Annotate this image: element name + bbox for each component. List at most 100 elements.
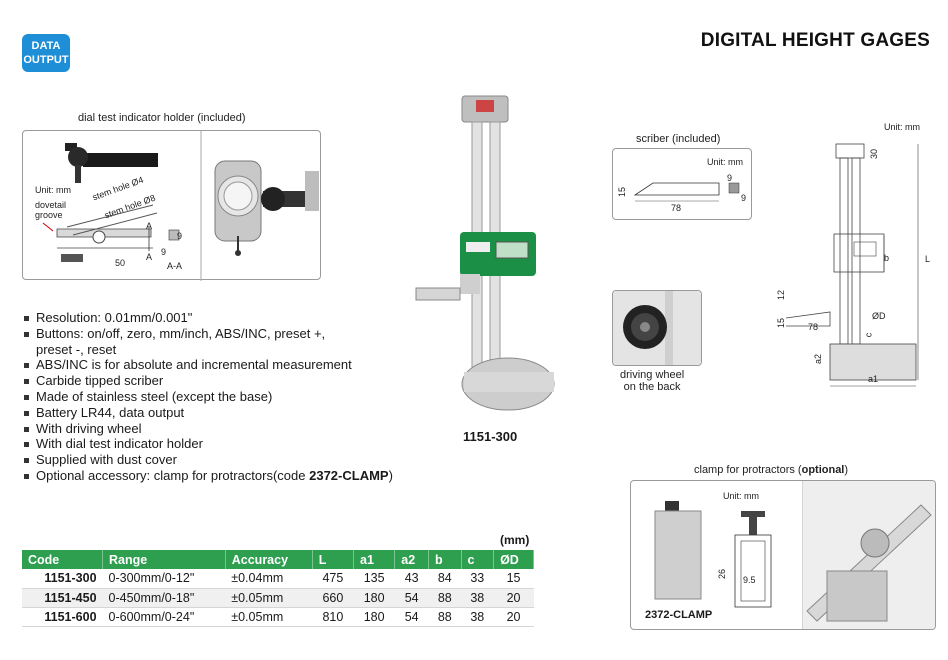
clamp-caption: clamp for protractors (optional) (694, 464, 848, 476)
drawing-unit: Unit: mm (884, 122, 920, 132)
feature-item: ABS/INC is for absolute and incremental … (22, 357, 393, 373)
cell-range: 0-450mm/0-18" (102, 588, 226, 608)
dial-holder-caption: dial test indicator holder (included) (78, 112, 246, 124)
dial-holder-dim-9b: 9 (161, 247, 167, 257)
feature-item-optional: Optional accessory: clamp for protractor… (22, 468, 393, 484)
header-range: Range (102, 550, 226, 569)
clamp-panel: Unit: mm 26 9.5 2372-CLAMP (630, 480, 936, 630)
cell-c: 38 (461, 588, 494, 608)
height-gauge-drawing (785, 143, 919, 387)
cell-D: 20 (493, 588, 534, 608)
cell-D: 20 (493, 607, 534, 627)
clamp-caption-suffix: ) (844, 464, 849, 476)
scriber-dim-15: 15 (617, 186, 628, 198)
clamp-code: 2372-CLAMP (645, 609, 713, 621)
driving-wheel-caption: driving wheel on the back (620, 369, 684, 393)
feature-item: Buttons: on/off, zero, mm/inch, ABS/INC,… (22, 326, 393, 342)
scriber-unit: Unit: mm (707, 157, 743, 167)
header-code: Code (22, 550, 104, 569)
header-D: ØD (493, 550, 534, 569)
feature-item: Resolution: 0.01mm/0.001" (22, 310, 393, 326)
cell-a2: 43 (394, 569, 429, 589)
scriber-panel: Unit: mm 15 78 9 9 (612, 148, 752, 220)
feature-item: Made of stainless steel (except the base… (22, 389, 393, 405)
dial-holder-dovetail-line2: groove (35, 210, 63, 220)
cell-a1: 180 (353, 607, 395, 627)
table-row: 1151-300 0-300mm/0-12" ±0.04mm 475 135 4… (22, 569, 534, 589)
cell-a1: 180 (353, 588, 395, 608)
feature-item: Battery LR44, data output (22, 405, 393, 421)
drawing-dim-b: b (884, 253, 890, 263)
cell-a2: 54 (394, 588, 429, 608)
feature-item: Carbide tipped scriber (22, 373, 393, 389)
table-row: 1151-600 0-600mm/0-24" ±0.05mm 810 180 5… (22, 607, 534, 627)
feature-item: Supplied with dust cover (22, 452, 393, 468)
dial-holder-dim-50: 50 (115, 258, 126, 268)
drawing-dim-15: 15 (776, 317, 787, 329)
driving-wheel-panel (612, 290, 702, 366)
clamp-dim-9-5: 9.5 (743, 575, 756, 585)
dial-holder-a-top: A (146, 221, 153, 231)
header-accuracy: Accuracy (225, 550, 313, 569)
cell-D: 15 (493, 569, 534, 589)
clamp-illustration (654, 481, 935, 629)
driving-wheel-line2: on the back (623, 381, 681, 393)
cell-L: 660 (312, 588, 354, 608)
scriber-dim-9b: 9 (741, 193, 747, 203)
dial-holder-section-label: A-A (167, 261, 183, 271)
data-output-badge: DATA OUTPUT (22, 34, 70, 72)
cell-c: 33 (461, 569, 494, 589)
cell-c: 38 (461, 607, 494, 627)
features-list: Resolution: 0.01mm/0.001" Buttons: on/of… (22, 310, 393, 484)
dial-holder-dim-9a: 9 (177, 231, 183, 241)
height-gauge-photo (415, 95, 555, 411)
header-a1: a1 (353, 550, 396, 569)
drawing-dim-L: L (925, 254, 931, 264)
drawing-dim-30: 30 (869, 148, 880, 160)
header-c: c (461, 550, 495, 569)
clamp-caption-bold: optional (801, 464, 845, 476)
clamp-unit: Unit: mm (723, 491, 759, 501)
cell-b: 88 (428, 607, 462, 627)
table-header-row: Code Range Accuracy L a1 a2 b c ØD (22, 550, 534, 569)
scriber-dim-9a: 9 (727, 173, 733, 183)
badge-line1: DATA (31, 40, 61, 52)
cell-b: 84 (428, 569, 462, 589)
cell-accuracy: ±0.05mm (225, 588, 313, 608)
drawing-dim-c: c (863, 332, 874, 338)
cell-L: 810 (312, 607, 354, 627)
feature-item: preset -, reset (36, 341, 117, 357)
cell-a1: 135 (353, 569, 395, 589)
cell-L: 475 (312, 569, 354, 589)
dial-holder-illustration (42, 131, 319, 281)
drawing-dim-D: ØD (872, 311, 886, 321)
cell-b: 88 (428, 588, 462, 608)
drawing-dim-a2: a2 (813, 353, 824, 365)
cell-code: 1151-600 (22, 607, 103, 627)
specs-table: Code Range Accuracy L a1 a2 b c ØD 1151-… (22, 550, 534, 627)
cell-range: 0-300mm/0-12" (102, 569, 226, 589)
header-a2: a2 (394, 550, 430, 569)
cell-accuracy: ±0.04mm (225, 569, 313, 589)
driving-wheel-line1: driving wheel (620, 369, 685, 381)
optional-code: 2372-CLAMP (309, 467, 389, 483)
dial-holder-panel: Unit: mm dovetail groove stem hole Ø4 st… (22, 130, 321, 281)
dial-holder-unit: Unit: mm (35, 185, 71, 195)
cell-range: 0-600mm/0-24" (102, 607, 226, 627)
cell-code: 1151-450 (22, 588, 103, 608)
header-b: b (428, 550, 462, 569)
dial-holder-dovetail-line1: dovetail (35, 200, 67, 210)
table-row: 1151-450 0-450mm/0-18" ±0.05mm 660 180 5… (22, 588, 534, 608)
dial-holder-a-bottom: A (146, 252, 153, 262)
page-title: DIGITAL HEIGHT GAGES (700, 30, 930, 51)
header-L: L (312, 550, 355, 569)
scriber-drawing (633, 182, 740, 202)
optional-suffix: ) (388, 467, 393, 483)
clamp-dim-26: 26 (717, 568, 728, 580)
table-unit: (mm) (500, 533, 530, 547)
driving-wheel-photo (613, 291, 701, 365)
cell-a2: 54 (394, 607, 429, 627)
feature-item: With driving wheel (22, 421, 393, 437)
scriber-caption: scriber (included) (636, 133, 721, 145)
feature-item: With dial test indicator holder (22, 436, 393, 452)
